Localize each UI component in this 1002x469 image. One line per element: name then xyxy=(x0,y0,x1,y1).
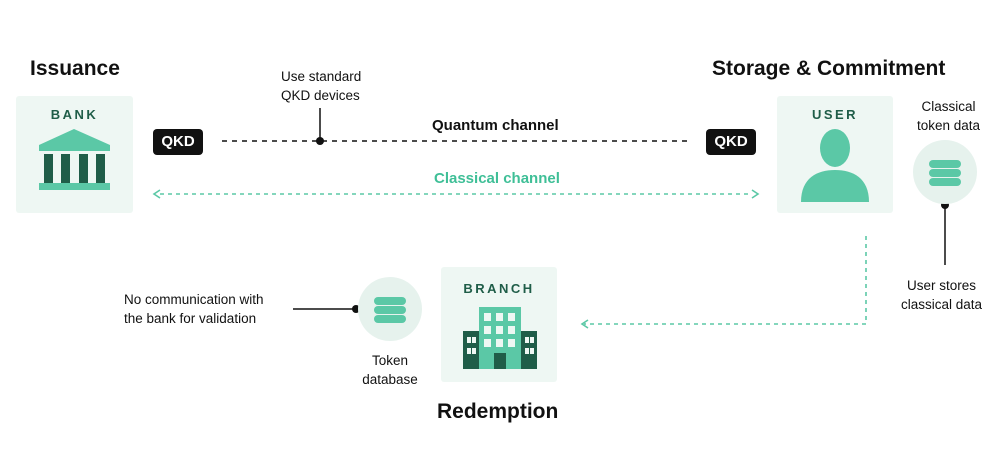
user-icon xyxy=(801,129,869,202)
no-comm-note-line2: the bank for validation xyxy=(124,311,257,326)
qkd-devices-note: Use standard QKD devices xyxy=(281,67,361,105)
classical-arrow-right xyxy=(751,189,760,199)
bank-card: BANK xyxy=(16,96,133,213)
qkd-badge-right: QKD xyxy=(706,129,756,155)
classical-channel-label: Classical channel xyxy=(434,170,560,187)
qkd-devices-dot xyxy=(316,137,324,145)
token-data-note: Classical token data xyxy=(917,97,980,135)
database-stack-icon xyxy=(929,160,961,186)
database-stack-icon xyxy=(374,297,406,323)
classical-arrow-left xyxy=(152,189,161,199)
user-card: USER xyxy=(777,96,893,213)
token-database-label-line2: database xyxy=(362,372,418,387)
storage-commitment-heading: Storage & Commitment xyxy=(712,57,946,80)
building-icon xyxy=(463,307,537,369)
token-data-note-line2: token data xyxy=(917,118,981,133)
user-database-icon xyxy=(913,140,977,204)
no-communication-note: No communication with the bank for valid… xyxy=(124,290,264,328)
qkd-devices-note-line2: QKD devices xyxy=(281,88,360,103)
bank-title: BANK xyxy=(50,107,99,122)
branch-card: BRANCH xyxy=(441,267,557,382)
branch-arrow-head xyxy=(580,319,589,329)
bank-icon xyxy=(39,129,110,190)
redemption-heading: Redemption xyxy=(437,400,559,423)
token-data-note-line1: Classical xyxy=(921,99,976,114)
user-stores-note: User stores classical data xyxy=(901,276,982,314)
token-database-label-line1: Token xyxy=(371,353,409,368)
qkd-badge-left: QKD xyxy=(153,129,203,155)
user-stores-note-line2: classical data xyxy=(901,297,983,312)
user-stores-note-line1: User stores xyxy=(907,278,977,293)
user-to-branch-line xyxy=(584,236,867,325)
token-database-label: Token database xyxy=(357,351,423,389)
qkd-devices-note-line1: Use standard xyxy=(281,69,362,84)
branch-title: BRANCH xyxy=(463,281,535,296)
token-database-icon xyxy=(358,277,422,341)
issuance-heading: Issuance xyxy=(30,57,120,80)
quantum-channel-label: Quantum channel xyxy=(432,117,559,134)
no-comm-note-line1: No communication with xyxy=(124,292,264,307)
user-title: USER xyxy=(811,107,859,122)
